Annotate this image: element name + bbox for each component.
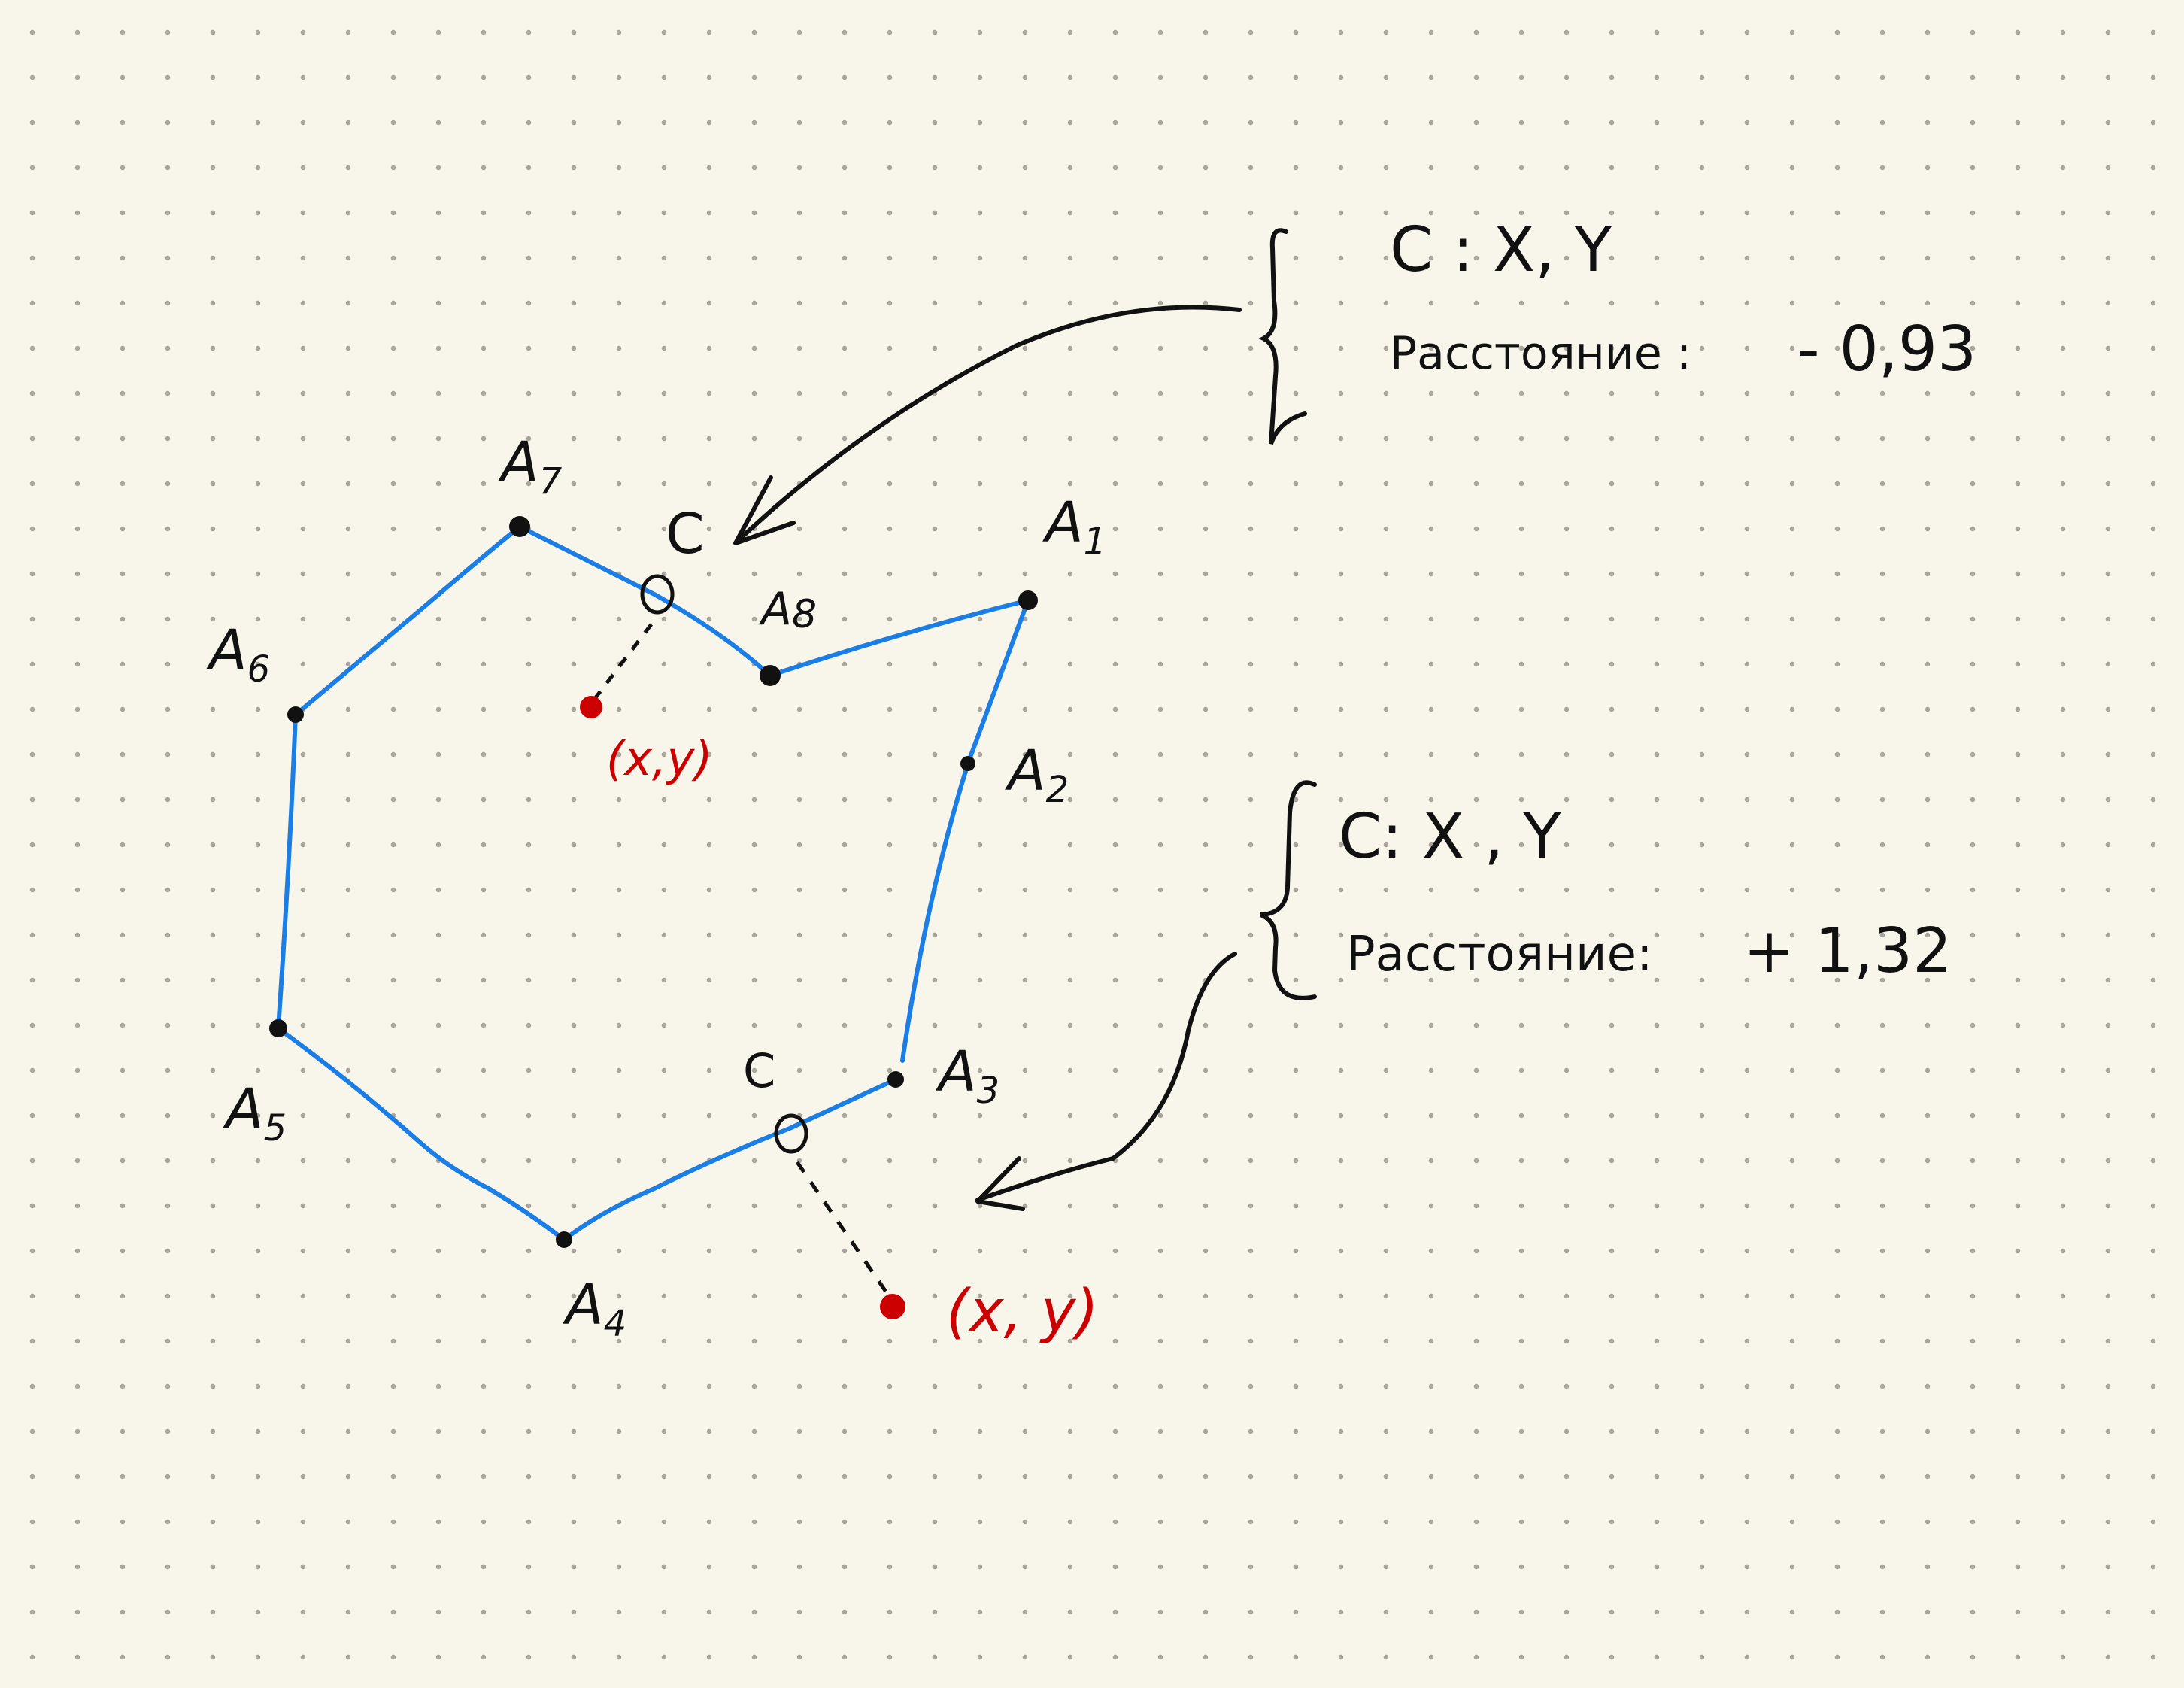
edge-a8-a1 (768, 598, 1030, 678)
arrow-lower-head (975, 1156, 1025, 1211)
vertex-a5 (269, 1019, 287, 1037)
query-point-2 (880, 1294, 905, 1319)
vertex-a8 (760, 665, 781, 686)
vertex-labels: A1 A2 A3 A4 A5 A6 A7 A8 (206, 430, 1106, 1345)
annotation-lower-line2-value: + 1,32 (1743, 915, 1952, 987)
polygon-edges (276, 524, 1030, 1242)
arrows (733, 305, 1242, 1211)
annotation-lower-line2-label: Расстояние: (1346, 927, 1653, 982)
label-a5: A5 (223, 1077, 287, 1149)
annotation-upper-line2-label: Расстояние : (1390, 327, 1691, 380)
vertex-a3 (887, 1071, 904, 1088)
query-point-1 (580, 696, 602, 718)
polygon-vertices (269, 516, 1038, 1248)
vertex-a6 (287, 706, 304, 723)
closest-point-c-1 (640, 574, 675, 615)
label-a2: A2 (1005, 739, 1069, 811)
annotation-upper: C : X, Y Расстояние : - 0,93 (1390, 214, 1976, 385)
arrow-upper-head (733, 475, 796, 545)
label-a7: A7 (498, 430, 563, 502)
edge-a2-a3 (900, 761, 970, 1063)
label-a4: A4 (563, 1273, 626, 1345)
annotation-upper-line2-value: - 0,93 (1797, 314, 1976, 385)
edge-a4-a5 (276, 1026, 566, 1242)
braces (1258, 228, 1317, 1000)
edge-a5-a6 (276, 712, 298, 1031)
brace-lower (1259, 780, 1317, 1000)
closest-point-c-2 (774, 1113, 808, 1154)
edge-a7-a8 (517, 524, 772, 678)
label-a1: A1 (1042, 490, 1106, 563)
distance-dashed-line-2 (795, 1161, 890, 1295)
closest-point-group-2: C (x, y) (743, 1043, 1099, 1346)
annotation-lower: C: X , Y Расстояние: + 1,32 (1339, 801, 1952, 987)
label-a8: A8 (758, 583, 817, 637)
arrow-lower (975, 952, 1237, 1202)
label-xy-1: (x,y) (606, 731, 712, 786)
edge-a3-a4 (562, 1077, 898, 1242)
arrow-upper (735, 305, 1242, 544)
closest-point-group-1: C (x,y) (580, 502, 712, 786)
annotation-lower-line1: C: X , Y (1339, 801, 1561, 873)
edge-a1-a2 (966, 598, 1030, 766)
label-c-1: C (666, 502, 705, 566)
label-a3: A3 (936, 1040, 999, 1112)
edge-a6-a7 (293, 524, 522, 717)
brace-upper (1258, 228, 1307, 445)
vertex-a1 (1018, 590, 1038, 610)
annotation-upper-line1: C : X, Y (1390, 214, 1612, 286)
label-c-2: C (743, 1043, 775, 1098)
vertex-a4 (556, 1231, 572, 1248)
distance-dashed-line-1 (593, 623, 653, 701)
vertex-a7 (509, 516, 530, 537)
label-a6: A6 (206, 618, 270, 691)
label-xy-2: (x, y) (946, 1278, 1099, 1346)
vertex-a2 (960, 756, 975, 771)
